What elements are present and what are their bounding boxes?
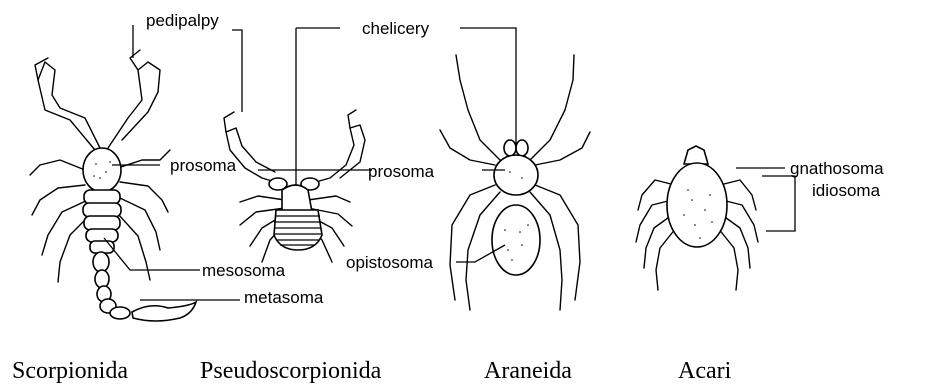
label-opistosoma: opistosoma: [346, 253, 433, 272]
pseudoscorpion-illustration: [224, 110, 365, 262]
label-metasoma: metasoma: [244, 288, 324, 307]
scorpion-illustration: [30, 50, 196, 321]
spider-illustration: [440, 55, 590, 310]
caption-pseudoscorpionida: Pseudoscorpionida: [200, 358, 382, 384]
label-idiosoma: idiosoma: [812, 181, 881, 200]
caption-araneida: Araneida: [484, 358, 572, 384]
caption-scorpionida: Scorpionida: [12, 358, 128, 384]
label-pedipalpy: pedipalpy: [146, 11, 219, 30]
label-prosoma-spider: prosoma: [368, 162, 435, 181]
label-gnathosoma: gnathosoma: [790, 159, 884, 178]
label-prosoma-scorpion: prosoma: [170, 156, 237, 175]
caption-acari: Acari: [678, 358, 732, 384]
label-chelicery: chelicery: [362, 19, 430, 38]
label-mesosoma: mesosoma: [202, 261, 286, 280]
